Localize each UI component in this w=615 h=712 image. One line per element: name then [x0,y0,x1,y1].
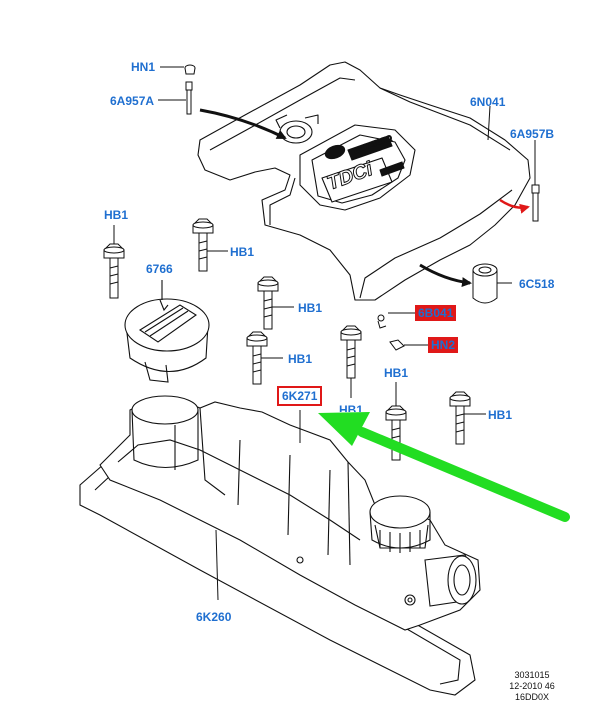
green-pointer-arrow-head [318,412,370,446]
leader-6k260 [215,529,219,601]
leader-6n041 [487,105,491,141]
bolt-hb1-b-part [257,276,294,330]
label-6c518[interactable]: 6C518 [519,277,555,291]
oil-cap-6766-part [124,280,210,383]
grommet-6c518-part [472,263,512,304]
bolt-hb1-center-part [340,325,362,398]
green-pointer-arrow-shaft [357,427,570,522]
label-hb1-b[interactable]: HB1 [298,301,323,315]
arrow-cover-to-grommet [419,263,472,288]
label-hb1-c[interactable]: HB1 [288,352,313,366]
label-hn2[interactable]: HN2 [428,337,459,353]
head-cover-6k271-part [99,395,481,631]
stud-6a957a-part [158,81,193,115]
fastener-hn1-part [160,64,196,75]
bolt-hb1-left-part [103,225,125,299]
engine-cover-part: DURATORQ TDCi [197,61,531,301]
label-hb1-partial[interactable]: HB1 [339,403,364,412]
reference-line-2: 12-2010 46 [509,681,555,691]
reference-line-1: 3031015 [514,670,550,680]
label-hb1-right[interactable]: HB1 [384,366,409,380]
label-6k260[interactable]: 6K260 [196,610,232,624]
label-6n041[interactable]: 6N041 [470,95,506,109]
label-6a957a[interactable]: 6A957A [110,94,155,108]
clip-6b041-part [377,312,415,329]
arrow-stud-to-cover [199,108,287,140]
bolt-hb1-c-part [246,331,283,385]
label-hb1-left[interactable]: HB1 [104,208,129,222]
label-6b041[interactable]: 6B041 [415,305,457,321]
label-6k271[interactable]: 6K271 [277,386,323,406]
clip-hn2-part [389,339,428,351]
label-6a957b[interactable]: 6A957B [510,127,555,141]
label-hb1-far[interactable]: HB1 [488,408,513,422]
bolt-hb1-far-part [449,391,486,445]
arrow-red-stud [499,198,530,214]
reference-block: 3031015 12-2010 46 16DD0X [502,670,562,703]
label-hb1-a[interactable]: HB1 [230,245,255,259]
label-6766[interactable]: 6766 [146,262,173,276]
stud-6a957b-part [531,140,540,222]
bolt-hb1-a-part [192,218,228,272]
label-hn1[interactable]: HN1 [131,60,156,74]
reference-line-3: 16DD0X [514,692,550,702]
